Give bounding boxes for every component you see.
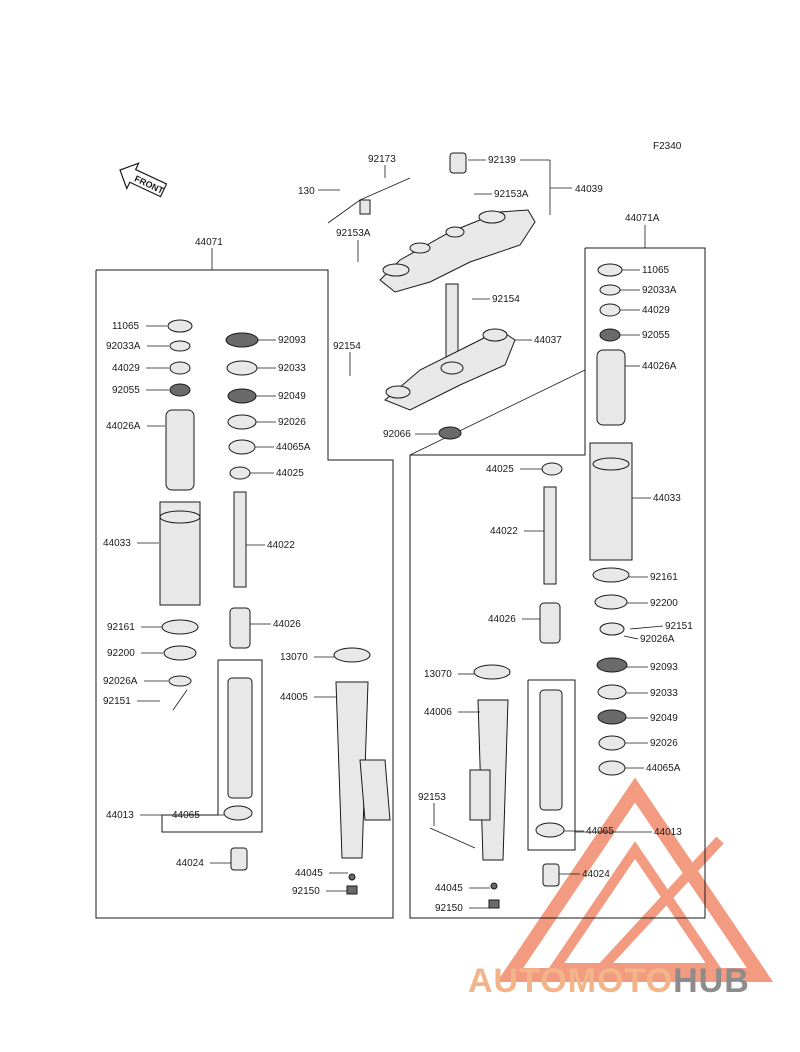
label-92154-left: 92154 bbox=[333, 341, 361, 352]
left-assembly-title: 44071 bbox=[195, 237, 223, 248]
left-label-44065: 44065 bbox=[172, 810, 200, 821]
watermark-hub: HUB bbox=[673, 962, 750, 1000]
right-label-92093: 92093 bbox=[650, 662, 678, 673]
left-label-44013: 44013 bbox=[106, 810, 134, 821]
right-label-92033A: 92033A bbox=[642, 285, 677, 296]
right-label-44024: 44024 bbox=[582, 869, 610, 880]
right-assembly-box bbox=[409, 247, 706, 919]
watermark-auto: AUTO bbox=[468, 962, 568, 1000]
left-label-92055: 92055 bbox=[112, 385, 140, 396]
left-label-44045: 44045 bbox=[295, 868, 323, 879]
figure-code: F2340 bbox=[653, 141, 682, 152]
right-label-92200: 92200 bbox=[650, 598, 678, 609]
handlebar-bracket bbox=[327, 177, 411, 224]
right-assembly-title: 44071A bbox=[625, 213, 660, 224]
left-label-44026: 44026 bbox=[273, 619, 301, 630]
right-label-44033: 44033 bbox=[653, 493, 681, 504]
right-label-44026A: 44026A bbox=[642, 361, 677, 372]
left-label-44026A: 44026A bbox=[106, 421, 141, 432]
right-label-13070: 13070 bbox=[424, 669, 452, 680]
label-92139: 92139 bbox=[488, 155, 516, 166]
upper-triple-tree bbox=[379, 152, 536, 293]
label-92153A-top: 92153A bbox=[494, 189, 529, 200]
left-label-92033A: 92033A bbox=[106, 341, 141, 352]
right-label-44025: 44025 bbox=[486, 464, 514, 475]
right-label-92049: 92049 bbox=[650, 713, 678, 724]
left-assembly-box bbox=[95, 269, 394, 919]
front-arrow-icon: FRONT bbox=[119, 162, 168, 198]
left-label-44033: 44033 bbox=[103, 538, 131, 549]
watermark-moto: MOTO bbox=[567, 962, 674, 1000]
right-label-44045: 44045 bbox=[435, 883, 463, 894]
right-label-11065: 11065 bbox=[642, 265, 670, 276]
left-label-92093: 92093 bbox=[278, 335, 306, 346]
right-label-44065A: 44065A bbox=[646, 763, 681, 774]
right-label-44022: 44022 bbox=[490, 526, 518, 537]
left-label-92151: 92151 bbox=[103, 696, 131, 707]
left-label-44022: 44022 bbox=[267, 540, 295, 551]
left-label-44025: 44025 bbox=[276, 468, 304, 479]
right-label-92153: 92153 bbox=[418, 792, 446, 803]
right-label-92055: 92055 bbox=[642, 330, 670, 341]
left-label-92150: 92150 bbox=[292, 886, 320, 897]
label-92153A-left: 92153A bbox=[336, 228, 371, 239]
left-label-11065: 11065 bbox=[112, 321, 140, 332]
left-label-92026: 92026 bbox=[278, 417, 306, 428]
right-label-44029: 44029 bbox=[642, 305, 670, 316]
left-label-13070: 13070 bbox=[280, 652, 308, 663]
right-label-44013: 44013 bbox=[654, 827, 682, 838]
right-label-92026: 92026 bbox=[650, 738, 678, 749]
left-label-44024: 44024 bbox=[176, 858, 204, 869]
right-label-92151: 92151 bbox=[665, 621, 693, 632]
right-label-92161: 92161 bbox=[650, 572, 678, 583]
label-92173: 92173 bbox=[368, 154, 396, 165]
label-44037: 44037 bbox=[534, 335, 562, 346]
left-label-92049: 92049 bbox=[278, 391, 306, 402]
label-92154-top: 92154 bbox=[492, 294, 520, 305]
left-label-44005: 44005 bbox=[280, 692, 308, 703]
steering-stem bbox=[384, 283, 516, 440]
left-label-92200: 92200 bbox=[107, 648, 135, 659]
right-label-44065: 44065 bbox=[586, 826, 614, 837]
watermark-logo-text: AUTOMOTOHUB bbox=[468, 962, 798, 1002]
right-label-92033: 92033 bbox=[650, 688, 678, 699]
label-130: 130 bbox=[298, 186, 315, 197]
right-label-44026: 44026 bbox=[488, 614, 516, 625]
right-label-44006: 44006 bbox=[424, 707, 452, 718]
watermark-logo-triangle bbox=[496, 777, 774, 982]
left-label-44065A: 44065A bbox=[276, 442, 311, 453]
right-label-92026A: 92026A bbox=[640, 634, 675, 645]
right-label-92150: 92150 bbox=[435, 903, 463, 914]
left-label-92033: 92033 bbox=[278, 363, 306, 374]
left-fork-parts bbox=[159, 319, 391, 895]
label-92066: 92066 bbox=[383, 429, 411, 440]
left-label-44029: 44029 bbox=[112, 363, 140, 374]
label-44039: 44039 bbox=[575, 184, 603, 195]
left-label-92026A: 92026A bbox=[103, 676, 138, 687]
left-label-92161: 92161 bbox=[107, 622, 135, 633]
